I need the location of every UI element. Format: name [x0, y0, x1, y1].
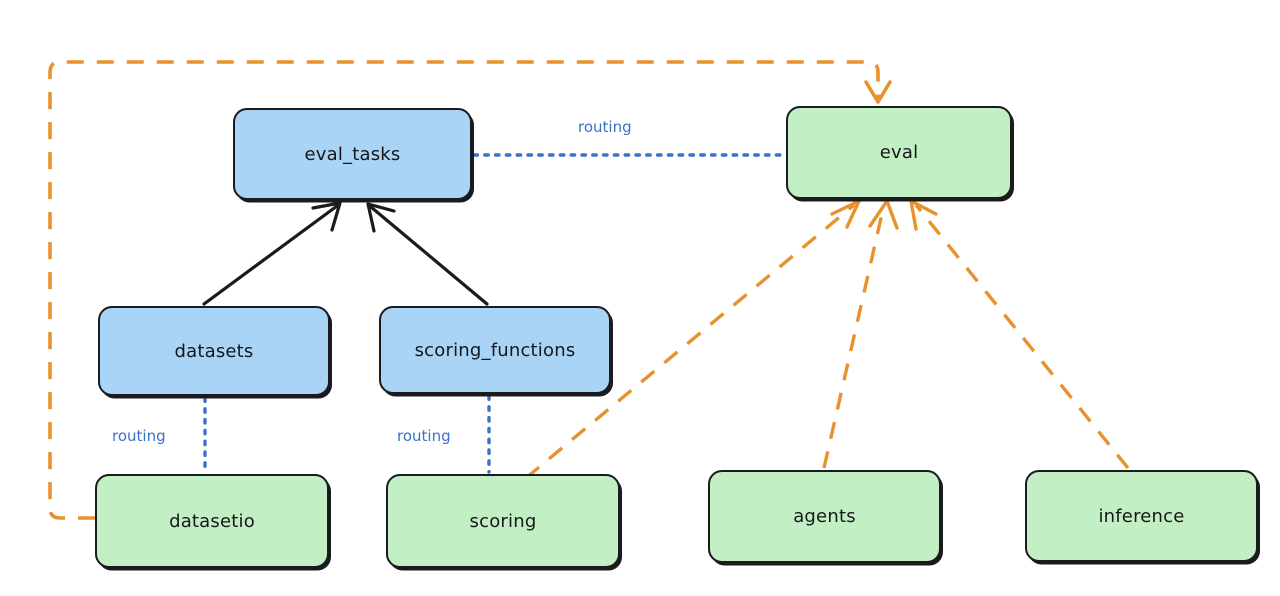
node-eval[interactable]: eval [786, 106, 1012, 199]
edge-inference-to-eval [909, 199, 1130, 470]
edge-datasets-to-eval_tasks [202, 201, 342, 306]
node-scoring-functions[interactable]: scoring_functions [379, 306, 611, 394]
node-label: datasetio [169, 510, 255, 532]
node-datasetio[interactable]: datasetio [95, 474, 329, 568]
edge-label-routing-datasets-datasetio: routing [112, 427, 166, 445]
edge-label-routing-eval-tasks-eval: routing [578, 118, 632, 136]
node-label: inference [1098, 505, 1185, 527]
node-label: datasets [174, 340, 254, 362]
node-label: agents [793, 506, 856, 527]
edge-agents-to-eval [822, 199, 899, 469]
node-label: scoring_functions [414, 339, 576, 361]
node-label: scoring [469, 510, 537, 532]
node-eval-tasks[interactable]: eval_tasks [233, 108, 472, 200]
node-label: eval_tasks [304, 143, 401, 165]
node-agents[interactable]: agents [708, 470, 941, 563]
node-inference[interactable]: inference [1025, 470, 1258, 562]
edge-scoring_functions-to-eval_tasks [366, 202, 489, 306]
edge-label-routing-scoringfn-scoring: routing [397, 427, 451, 445]
node-datasets[interactable]: datasets [98, 306, 330, 396]
node-label: eval [879, 142, 919, 163]
node-scoring[interactable]: scoring [386, 474, 620, 568]
